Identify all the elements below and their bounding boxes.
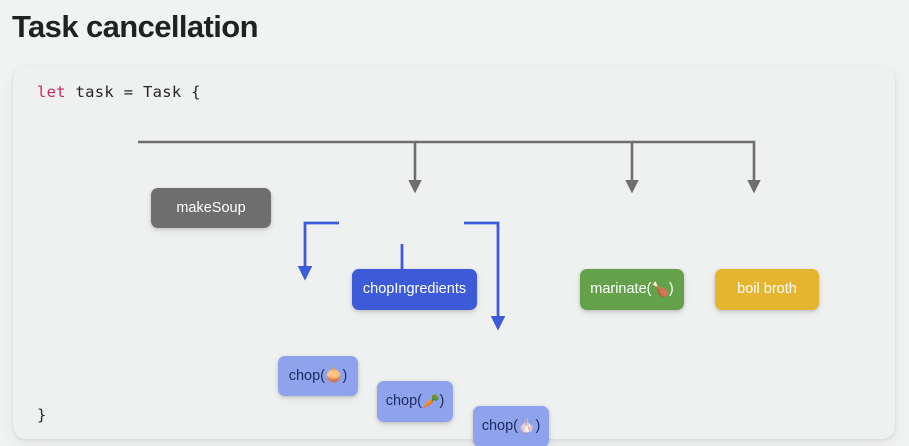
task-node-chop-garlic[interactable]: chop(🧄)	[473, 406, 549, 446]
task-node-chop-garlic-label-suffix: )	[535, 418, 541, 435]
edge-chopingredients-to-choponion	[297, 221, 339, 281]
garlic-icon: 🧄	[518, 418, 536, 435]
onion-icon: 🧅	[325, 368, 343, 384]
task-node-chop-carrot[interactable]: chop(🥕)	[377, 381, 453, 422]
task-node-chopingredients[interactable]: chopIngredients	[352, 269, 477, 310]
code-keyword-let: let	[37, 83, 66, 101]
edge-makesoup-to-chopingredients	[138, 140, 422, 194]
carrot-icon: 🥕	[422, 393, 440, 410]
task-node-chop-garlic-label: chop(	[481, 418, 518, 435]
task-node-marinate-label: marinate(	[590, 281, 652, 298]
task-node-makesoup-label: makeSoup	[176, 199, 246, 216]
task-node-chop-onion-label: chop(	[288, 367, 325, 384]
edge-makesoup-to-marinate	[415, 140, 639, 194]
task-node-marinate-label-suffix: )	[668, 281, 674, 298]
task-tree-diagram	[13, 66, 895, 439]
code-open-rest: task = Task {	[65, 83, 201, 101]
task-node-makesoup[interactable]: makeSoup	[151, 188, 271, 228]
poultry-leg-icon: 🍗	[651, 281, 669, 298]
page-title: Task cancellation	[12, 9, 259, 44]
task-node-marinate[interactable]: marinate(🍗)	[580, 269, 684, 310]
task-node-boilbroth-label: boil broth	[737, 281, 797, 298]
task-node-boilbroth[interactable]: boil broth	[715, 269, 819, 310]
code-line-close: }	[37, 406, 47, 424]
diagram-connectors	[138, 140, 761, 331]
task-node-chopingredients-label: chopIngredients	[362, 281, 467, 298]
edge-makesoup-to-boilbroth	[632, 140, 761, 194]
task-node-chop-onion[interactable]: chop(🧅)	[278, 356, 358, 396]
task-node-chop-carrot-label: chop(	[385, 393, 422, 410]
task-node-chop-carrot-label-suffix: )	[439, 393, 445, 410]
code-card: let task = Task { }	[13, 66, 895, 446]
code-line-open: let task = Task {	[37, 83, 201, 101]
task-node-chop-onion-label-suffix: )	[342, 367, 348, 384]
